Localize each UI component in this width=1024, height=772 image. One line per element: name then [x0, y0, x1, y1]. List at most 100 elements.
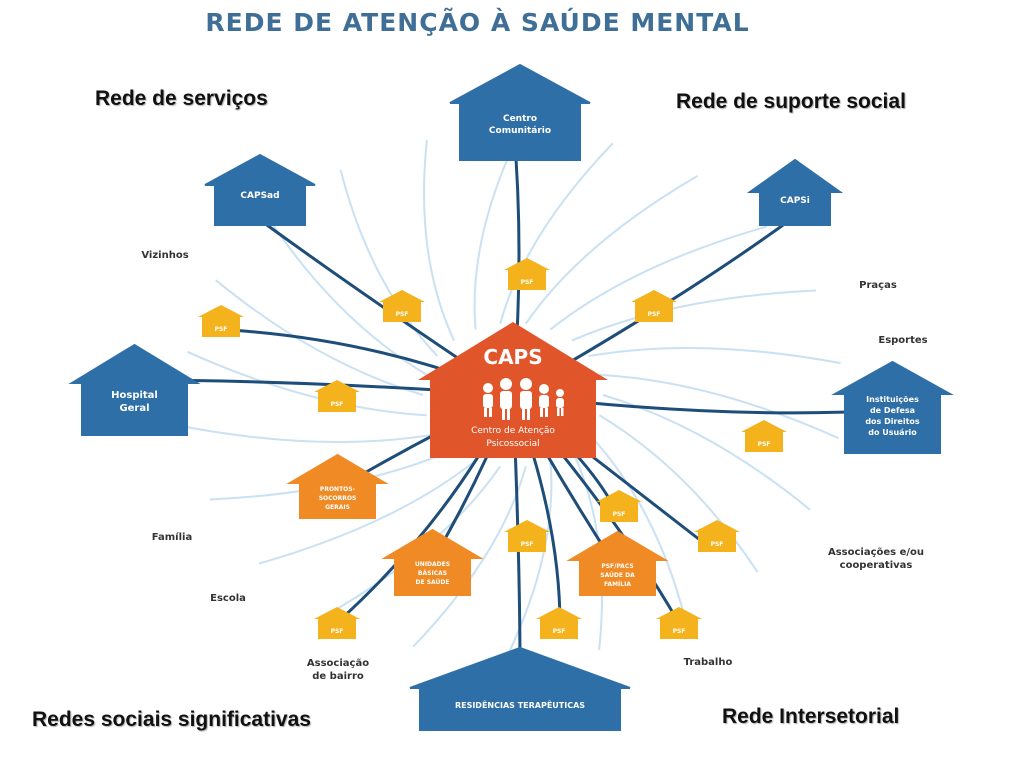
- label-pracas: Praças: [859, 280, 897, 291]
- psf-label: PSF: [396, 311, 409, 318]
- house-capsad: CAPSad: [204, 153, 316, 226]
- psf-house: PSF: [536, 607, 582, 639]
- house-label: Comunitário: [489, 126, 551, 136]
- psf-house: PSF: [314, 607, 360, 639]
- decorative-curve: [588, 347, 841, 365]
- psf-house: PSF: [694, 520, 740, 552]
- psf-house: PSF: [631, 290, 677, 322]
- label-associacao_bairro: Associação: [307, 658, 369, 669]
- label-associacoes: Associações e/ou: [828, 547, 924, 558]
- psf-label: PSF: [553, 628, 566, 635]
- house-shape: [746, 158, 844, 226]
- psf-house-shape: [741, 420, 787, 452]
- decorative-curve: [267, 217, 428, 376]
- house-label: Geral: [119, 403, 149, 414]
- house-label: SAÚDE DA: [600, 572, 635, 579]
- label-associacoes: cooperativas: [840, 560, 913, 571]
- house-label: GERAIS: [325, 504, 350, 511]
- decorative-curve: [504, 460, 553, 660]
- label-escola: Escola: [210, 593, 246, 604]
- house-shape: [449, 63, 591, 161]
- caps-house: CAPS Centro de Atenção Psicossocial: [418, 322, 608, 458]
- decorative-curve: [339, 169, 439, 357]
- decorative-curve: [187, 350, 427, 417]
- house-residencias: RESIDÊNCIAS TERAPÊUTICAS: [409, 646, 631, 731]
- psf-house-shape: [694, 520, 740, 552]
- caps-subtitle-1: Centro de Atenção: [471, 426, 555, 436]
- caps-title: CAPS: [483, 345, 542, 369]
- psf-house-shape: [314, 380, 360, 412]
- caps-subtitle-2: Psicossocial: [486, 439, 539, 449]
- label-rede-servicos: Rede de serviços: [95, 87, 268, 110]
- psf-label: PSF: [673, 628, 686, 635]
- house-label: Instituições: [866, 395, 919, 404]
- psf-house-shape: [504, 520, 550, 552]
- house-label: Hospital: [111, 390, 158, 401]
- psf-house: PSF: [198, 305, 244, 337]
- house-shape: [68, 343, 201, 436]
- house-label: UNIDADES: [415, 561, 450, 568]
- label-trabalho: Trabalho: [684, 657, 733, 668]
- decorative-curve: [499, 142, 614, 324]
- house-label: PSF/PACS: [601, 563, 633, 570]
- psf-house: PSF: [741, 420, 787, 452]
- house-shape: [381, 528, 484, 596]
- psf-house: PSF: [656, 607, 702, 639]
- psf-label: PSF: [758, 441, 771, 448]
- psf-house-shape: [379, 290, 425, 322]
- house-label: de Defesa: [870, 406, 915, 415]
- house-label: CAPSad: [240, 191, 279, 201]
- psf-label: PSF: [711, 541, 724, 548]
- psf-house-shape: [536, 607, 582, 639]
- house-capsi: CAPSi: [746, 158, 844, 226]
- decorative-curve: [599, 373, 839, 440]
- decorative-curve: [602, 394, 811, 511]
- psf-label: PSF: [215, 326, 228, 333]
- label-rede-suporte-social: Rede de suporte social: [676, 90, 906, 113]
- decorative-curve: [258, 459, 477, 565]
- house-label: SOCORROS: [319, 495, 357, 502]
- label-familia: Família: [152, 531, 192, 543]
- house-shape: [286, 453, 389, 519]
- psf-house-shape: [504, 258, 550, 290]
- label-vizinhos: Vizinhos: [141, 250, 188, 261]
- psf-house-shape: [631, 290, 677, 322]
- label-rede-intersetorial: Rede Intersetorial: [722, 705, 900, 728]
- psf-house: PSF: [379, 290, 425, 322]
- decorative-curve: [587, 433, 687, 621]
- psf-house-shape: [596, 490, 642, 522]
- house-label: Centro: [503, 114, 537, 124]
- house-shape: [409, 646, 631, 731]
- decorative-curve: [423, 140, 455, 342]
- psf-house: PSF: [504, 520, 550, 552]
- psf-label: PSF: [521, 541, 534, 548]
- psf-label: PSF: [331, 401, 344, 408]
- house-label: DE SAÚDE: [416, 579, 450, 586]
- psf-label: PSF: [331, 628, 344, 635]
- house-label: do Usuário: [868, 428, 917, 437]
- decorative-curve: [549, 225, 768, 331]
- house-label: RESIDÊNCIAS TERAPÊUTICAS: [455, 699, 585, 710]
- psf-house-shape: [198, 305, 244, 337]
- house-label: dos Direitos: [865, 417, 920, 426]
- psf-house-shape: [314, 607, 360, 639]
- diagram-title: REDE DE ATENÇÃO À SAÚDE MENTAL: [205, 8, 750, 37]
- house-label: BÁSICAS: [418, 570, 447, 577]
- psf-label: PSF: [521, 279, 534, 286]
- label-esportes: Esportes: [878, 335, 927, 346]
- house-label: CAPSi: [780, 196, 810, 206]
- decorative-curve: [412, 466, 527, 648]
- family-icon: [483, 378, 564, 420]
- house-instituicoes: Instituições de Defesa dos Direitos do Usuá…: [831, 360, 954, 454]
- label-associacao_bairro: de bairro: [312, 671, 364, 682]
- psf-house: PSF: [596, 490, 642, 522]
- decorative-curve: [598, 414, 759, 573]
- psf-house-shape: [656, 607, 702, 639]
- house-ubs: UNIDADES BÁSICAS DE SAÚDE: [381, 528, 484, 596]
